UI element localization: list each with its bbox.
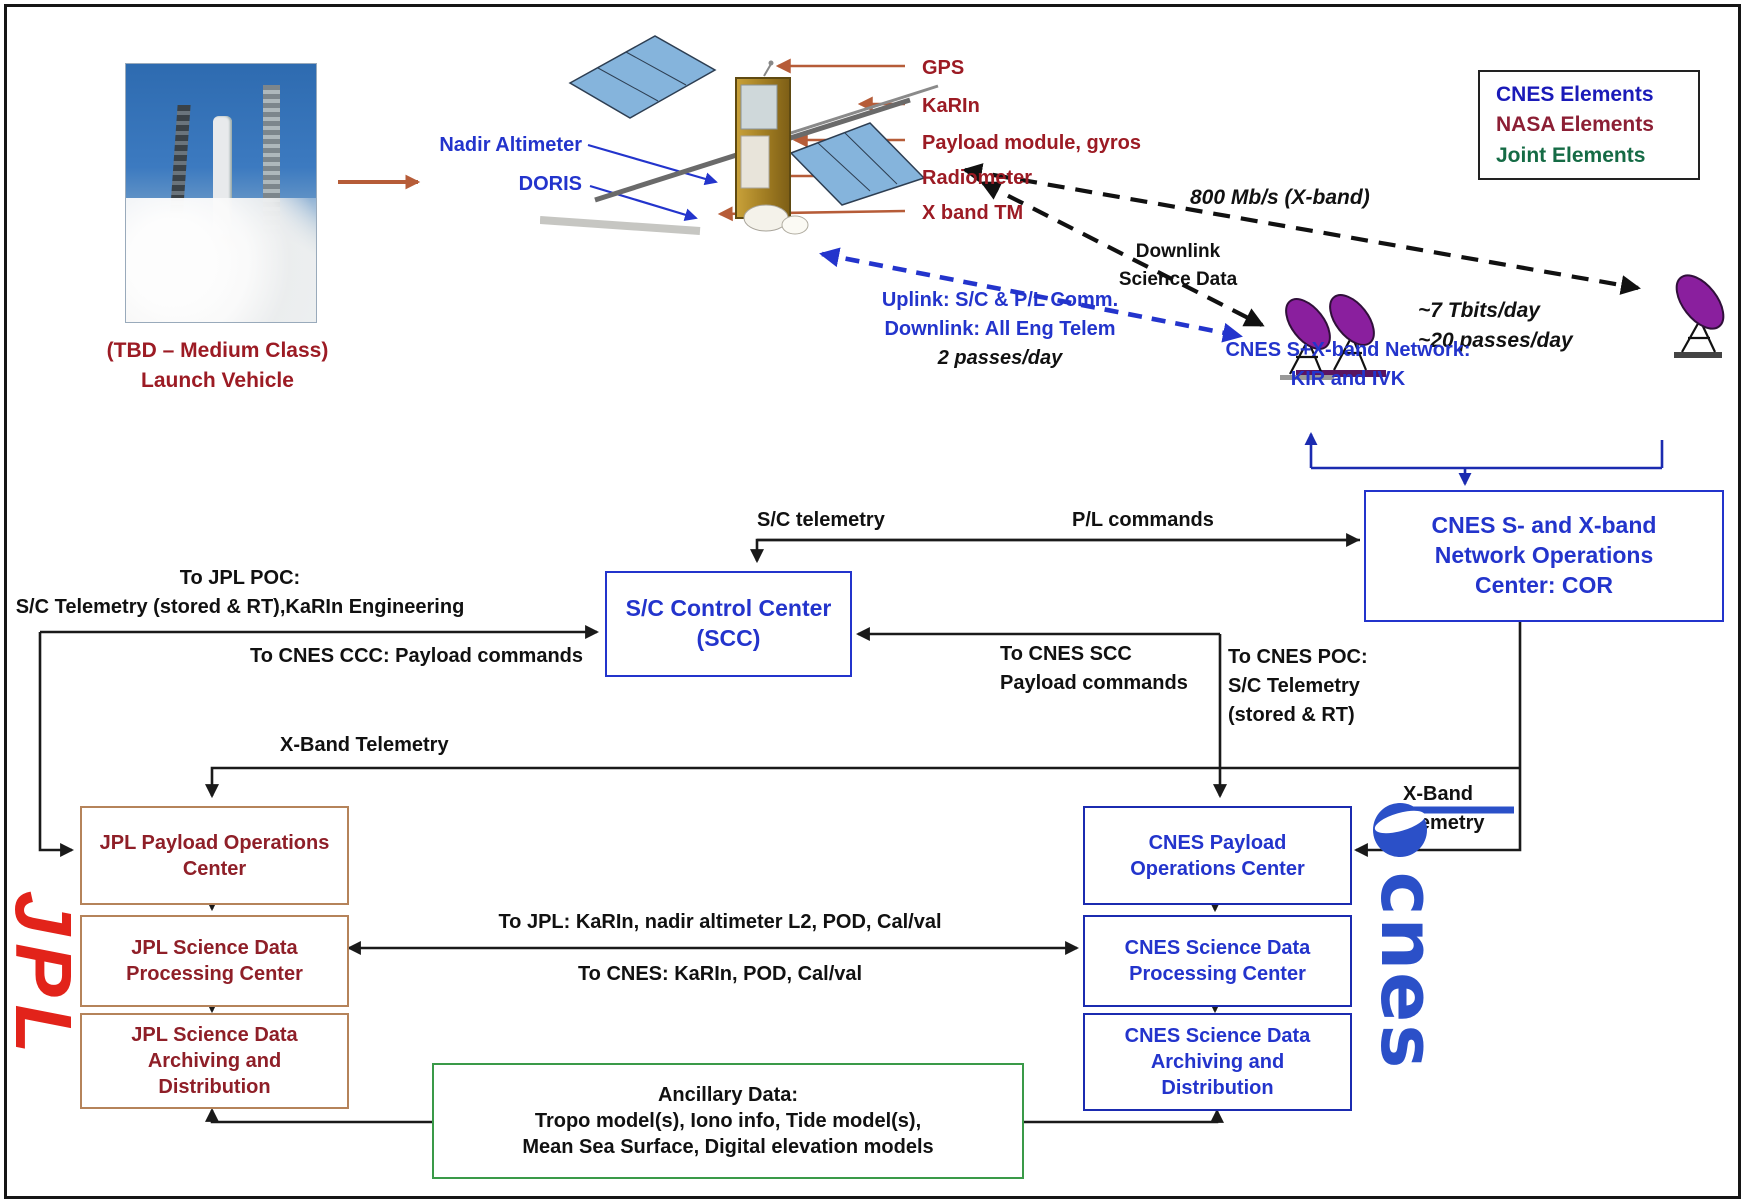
launch-photo bbox=[125, 63, 317, 323]
cnes-network-label: CNES S+X-band Network: KIR and IVK bbox=[1225, 339, 1471, 390]
to-jpl-poc-label: To JPL POC: S/C Telemetry (stored & RT),… bbox=[15, 567, 465, 618]
sat-label-gps: GPS bbox=[922, 57, 965, 79]
legend-item-cnes: CNES Elements bbox=[1496, 83, 1654, 106]
sat-label-karin: KaRIn bbox=[922, 95, 980, 117]
legend-item-nasa: NASA Elements bbox=[1496, 113, 1654, 137]
cnes-payload-ops-box: CNES Payload Operations Center bbox=[1083, 806, 1352, 905]
nasa-antenna-icon bbox=[1674, 274, 1725, 358]
jpl-logo: JPL bbox=[0, 890, 88, 1062]
jpl-science-archiving-box: JPL Science Data Archiving and Distribut… bbox=[80, 1013, 349, 1109]
uplink-passes-label: 2 passes/day bbox=[937, 347, 1063, 369]
jpl-payload-ops-box: JPL Payload Operations Center bbox=[80, 806, 349, 905]
launch-caption: (TBD – Medium Class) Launch Vehicle bbox=[106, 339, 329, 393]
cnes-logo: cnes bbox=[1364, 871, 1450, 1071]
sc-telemetry-label: S/C telemetry bbox=[757, 509, 885, 531]
sat-label-payload: Payload module, gyros bbox=[922, 132, 1141, 154]
cnes-science-processing-box: CNES Science Data Processing Center bbox=[1083, 915, 1352, 1007]
to-cnes-ccc-label: To CNES CCC: Payload commands bbox=[250, 645, 584, 667]
sat-label-radiometer: Radiometer bbox=[922, 167, 1033, 189]
legend-box: CNES Elements NASA Elements Joint Elemen… bbox=[1478, 70, 1700, 180]
pl-commands-label: P/L commands bbox=[1072, 509, 1214, 531]
to-cnes-products-label: To CNES: KaRIn, POD, Cal/val bbox=[577, 963, 863, 985]
scc-box: S/C Control Center (SCC) bbox=[605, 571, 852, 677]
ancillary-data-box: Ancillary Data: Tropo model(s), Iono inf… bbox=[432, 1063, 1024, 1179]
sat-label-doris: DORIS bbox=[518, 173, 582, 195]
cor-box: CNES S- and X-band Network Operations Ce… bbox=[1364, 490, 1724, 622]
to-jpl-products-label: To JPL: KaRIn, nadir altimeter L2, POD, … bbox=[498, 911, 942, 933]
to-cnes-scc-label: To CNES SCC Payload commands bbox=[1000, 643, 1188, 694]
legend-item-joint: Joint Elements bbox=[1496, 143, 1646, 167]
to-cnes-poc-label: To CNES POC: S/C Telemetry (stored & RT) bbox=[1228, 646, 1368, 726]
downlink-rate-label: 800 Mb/s (X-band) bbox=[1190, 186, 1370, 209]
downlink-science-label: Downlink Science Data bbox=[1118, 241, 1238, 290]
uplink-label: Uplink: S/C & P/L Comm. Downlink: All En… bbox=[881, 289, 1119, 340]
cnes-science-archiving-box: CNES Science Data Archiving and Distribu… bbox=[1083, 1013, 1352, 1111]
xband-telemetry-left-label: X-Band Telemetry bbox=[280, 734, 449, 756]
sat-label-nadir-altimeter: Nadir Altimeter bbox=[439, 134, 582, 156]
cnes-antenna-pair-icon bbox=[1280, 294, 1386, 380]
rocket-smoke-icon bbox=[126, 198, 316, 322]
cnes-logo-ball-icon bbox=[1373, 803, 1514, 857]
ground-rate-label: ~7 Tbits/day ~20 passes/day bbox=[1418, 299, 1573, 353]
satellite-icon bbox=[540, 35, 939, 235]
sat-label-xband-tm: X band TM bbox=[922, 202, 1024, 224]
jpl-science-processing-box: JPL Science Data Processing Center bbox=[80, 915, 349, 1007]
